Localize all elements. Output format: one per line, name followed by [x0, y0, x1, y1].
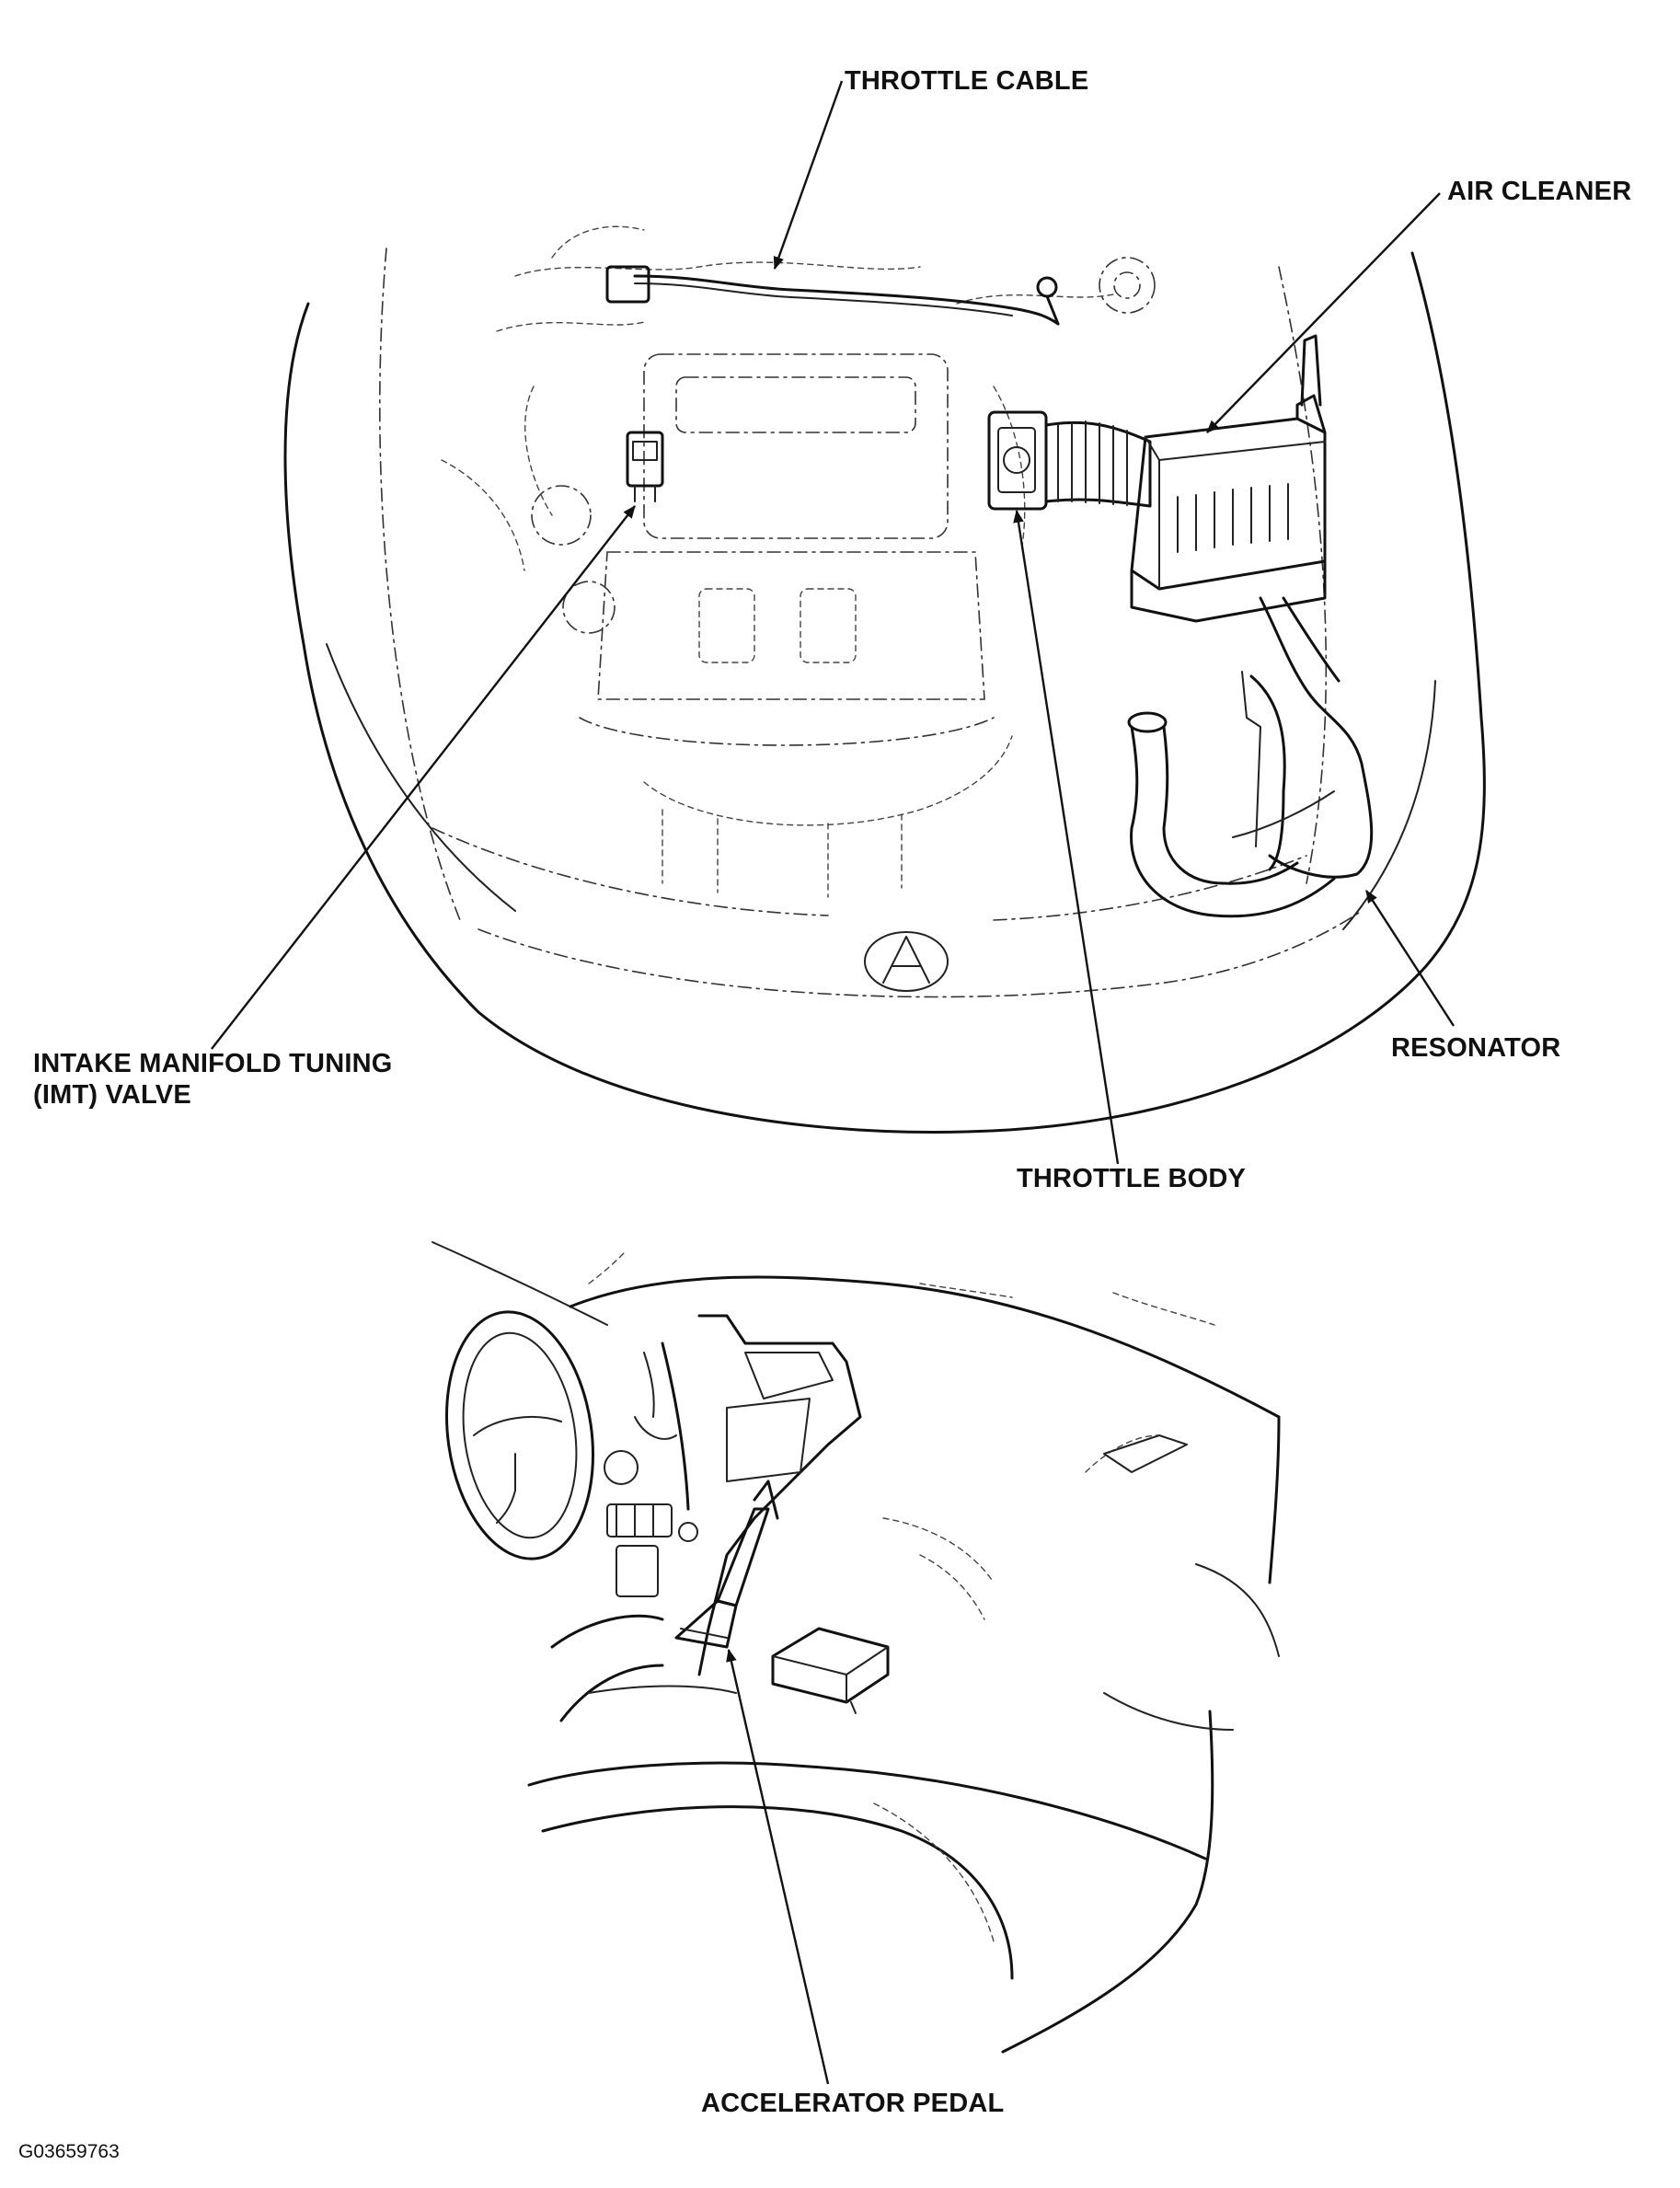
control-module-box: [771, 1627, 890, 1714]
intake-duct-part: [1044, 420, 1152, 508]
center-console: [604, 1314, 862, 1676]
label-air-cleaner: AIR CLEANER: [1447, 177, 1632, 206]
throttle-cable-part: [605, 265, 1060, 326]
air-cleaner-part: [1130, 334, 1327, 623]
imt-valve-part: [626, 431, 664, 502]
steering-wheel: [445, 1310, 594, 1560]
vehicle-front-outline: [283, 251, 1486, 1134]
engine-bay-view: [211, 80, 1486, 1165]
throttle-body-part: [987, 410, 1048, 511]
figure-code: G03659763: [18, 2141, 120, 2162]
label-throttle-cable: THROTTLE CABLE: [845, 66, 1089, 96]
acura-emblem: [864, 931, 949, 992]
label-throttle-body: THROTTLE BODY: [1017, 1164, 1247, 1193]
label-accelerator-pedal: ACCELERATOR PEDAL: [701, 2089, 1005, 2118]
accelerator-pedal-part: [674, 1480, 779, 1649]
label-imt-valve-line2: (IMT) VALVE: [33, 1080, 191, 1110]
resonator-part: [1127, 596, 1374, 918]
label-imt-valve-line1: INTAKE MANIFOLD TUNING: [33, 1049, 393, 1078]
cabin-view: [432, 1241, 1281, 2085]
label-resonator: RESONATOR: [1391, 1033, 1561, 1063]
engine-block: [441, 225, 1156, 898]
